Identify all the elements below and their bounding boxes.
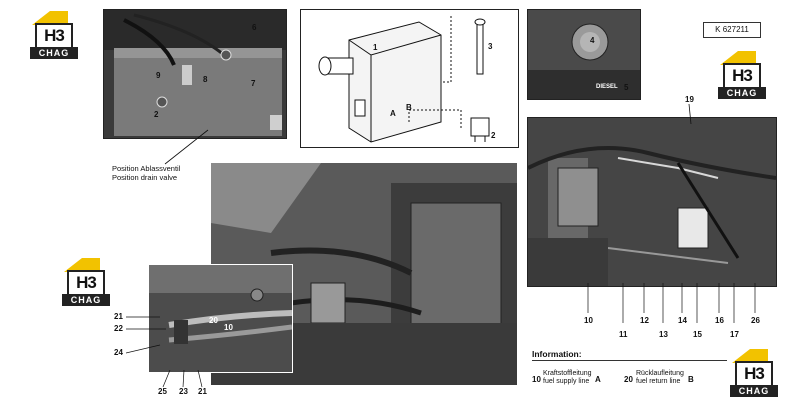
label-17: 17: [730, 330, 739, 339]
label-7: 7: [251, 79, 256, 88]
label-15: 15: [693, 330, 702, 339]
hb-logo-bottom-right: H3 CHAG: [730, 347, 784, 397]
label-2-diagram: 2: [491, 131, 496, 140]
label-12: 12: [640, 316, 649, 325]
label-A: A: [390, 109, 396, 118]
label-14: 14: [678, 316, 687, 325]
information-title: Information:: [532, 349, 582, 359]
hb-logo-top-left: H3 CHAG: [30, 9, 84, 59]
tank-illustration: [104, 10, 286, 138]
logo-roof-icon: [732, 349, 768, 363]
label-3: 3: [488, 42, 493, 51]
logo-text: H3: [723, 63, 761, 89]
logo-roof-icon: [64, 258, 100, 272]
label-23: 23: [179, 387, 188, 396]
label-21-bottom: 21: [198, 387, 207, 396]
label-2: 2: [154, 110, 159, 119]
filter-diagram-drawing: [318, 16, 490, 143]
info-item-1-number: 10: [532, 375, 541, 384]
diesel-sign: DIESEL: [596, 84, 618, 90]
info-item-2-de: Rücklaufleitung: [636, 370, 684, 377]
label-26: 26: [751, 316, 760, 325]
logo-roof-icon: [720, 51, 756, 65]
engine-filter-illustration: [528, 118, 776, 286]
caption-en: Position drain valve: [112, 173, 178, 182]
label-20: 20: [209, 316, 218, 325]
info-item-2-letter: B: [688, 375, 694, 384]
drain-valve-pointer: [164, 129, 209, 165]
info-item-1-letter: A: [595, 375, 601, 384]
inset-bottom-pointers: [162, 370, 203, 388]
info-item-2-number: 20: [624, 375, 633, 384]
info-item-2-en: fuel return line: [636, 378, 681, 385]
logo-caption: CHAG: [62, 294, 110, 306]
tank-photo: 6 9 8 7 2: [103, 9, 287, 139]
info-item-1-de: Kraftstoffleitung: [543, 370, 592, 377]
label-13: 13: [659, 330, 668, 339]
logo-text: H3: [735, 361, 773, 387]
diesel-cap-illustration: [528, 10, 640, 99]
label-21-left: 21: [114, 312, 123, 321]
label-8: 8: [203, 75, 208, 84]
fuel-lines-inset-photo: 20 10: [148, 264, 293, 373]
label-B: B: [406, 103, 412, 112]
hb-logo-top-right: H3 CHAG: [718, 49, 772, 99]
info-item-1-en: fuel supply line: [543, 378, 590, 385]
inset-left-pointers: [126, 316, 166, 354]
logo-text: H3: [67, 270, 105, 296]
label-1: 1: [373, 43, 378, 52]
label-9: 9: [156, 71, 161, 80]
diesel-cap-photo: 4 DIESEL 5: [527, 9, 641, 100]
logo-caption: CHAG: [718, 87, 766, 99]
label-19-pointer: [688, 104, 692, 124]
logo-text: H3: [35, 23, 73, 49]
label-4: 4: [590, 36, 595, 45]
label-22: 22: [114, 324, 123, 333]
engine-filter-photo: [527, 117, 777, 287]
label-6: 6: [252, 23, 257, 32]
info-item-1-text: Kraftstoffleitung fuel supply line: [543, 370, 592, 386]
fuel-lines-inset-illustration: [149, 265, 292, 372]
label-11: 11: [619, 330, 628, 339]
logo-caption: CHAG: [730, 385, 778, 397]
caption-de: Position Ablassventil: [112, 164, 181, 173]
logo-caption: CHAG: [30, 47, 78, 59]
label-16: 16: [715, 316, 724, 325]
label-10-inset: 10: [224, 323, 233, 332]
label-24: 24: [114, 348, 123, 357]
filter-diagram: 1 3 A B 2: [300, 9, 519, 148]
logo-roof-icon: [32, 11, 68, 25]
engine-label-pointers: [587, 283, 756, 323]
information-divider: [532, 360, 727, 361]
label-25: 25: [158, 387, 167, 396]
hb-logo-mid-left: H3 CHAG: [62, 256, 116, 306]
label-10-engine: 10: [584, 316, 593, 325]
label-19: 19: [685, 95, 694, 104]
drain-valve-caption: Position Ablassventil Position drain val…: [112, 164, 180, 182]
reference-code: K 627211: [703, 22, 761, 38]
label-5: 5: [624, 83, 629, 92]
info-item-2-text: Rücklaufleitung fuel return line: [636, 370, 684, 386]
